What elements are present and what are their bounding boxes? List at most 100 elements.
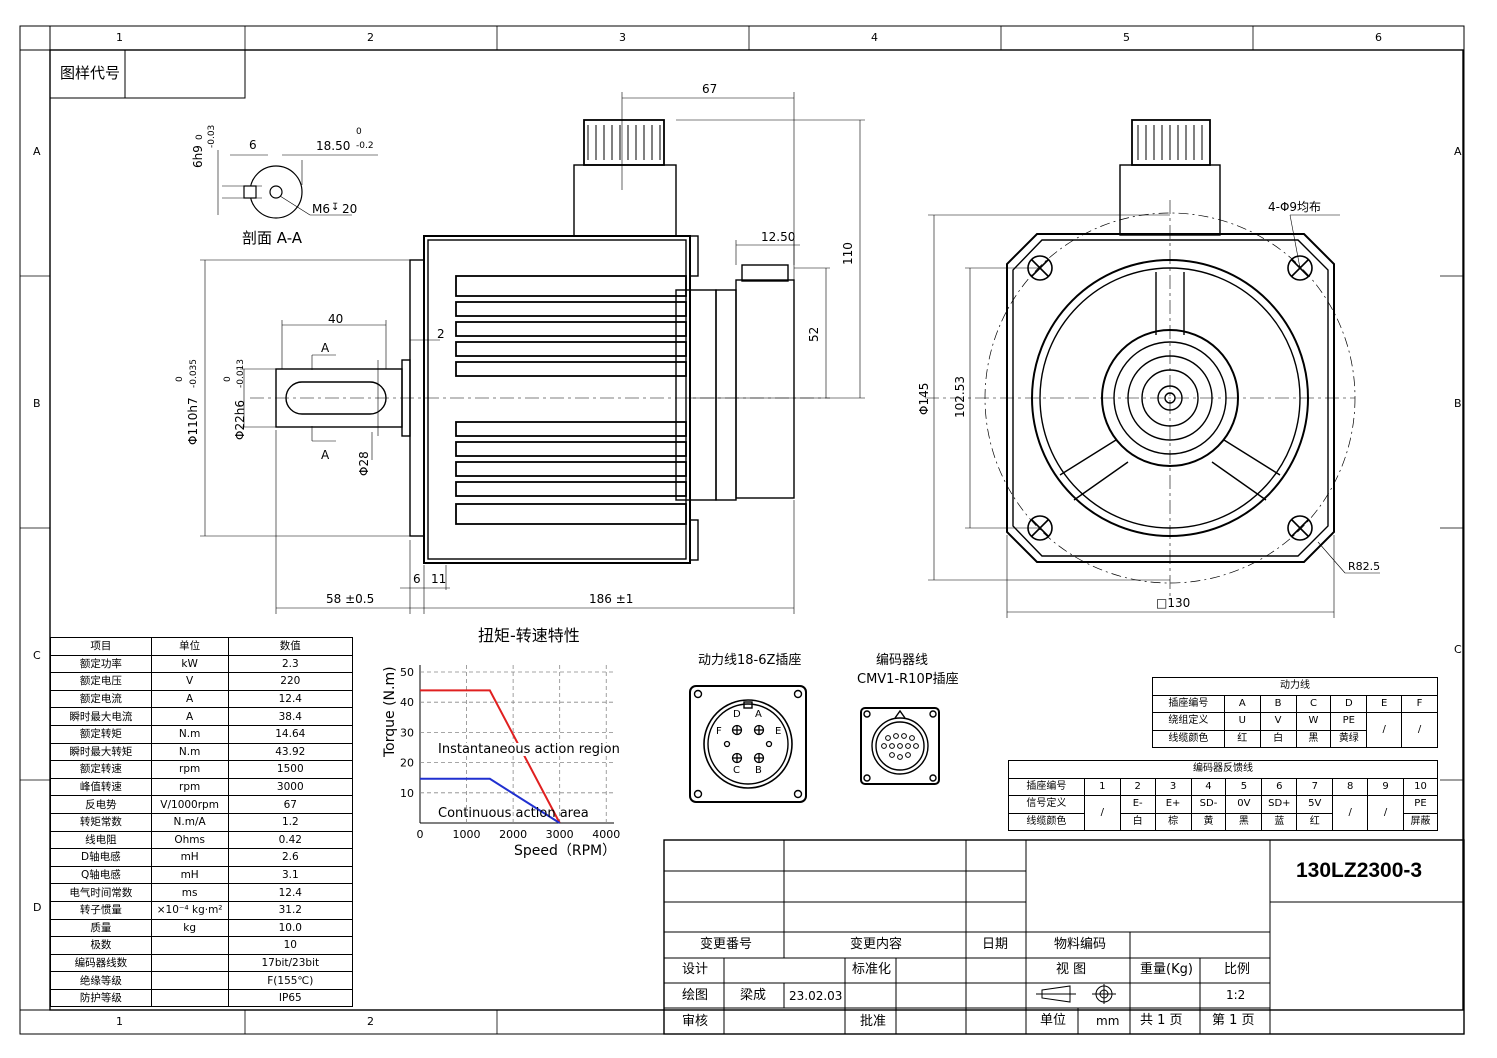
param-unit: kW	[150, 654, 229, 674]
encoder-cell: 6	[1261, 777, 1298, 796]
param-value: 2.6	[227, 848, 354, 867]
zone-left-c: C	[33, 649, 41, 662]
param-unit: V/1000rpm	[150, 795, 229, 814]
tb-standard: 标准化	[852, 962, 892, 977]
pilot-diameter: Φ110h7	[186, 397, 200, 445]
dim-28: Φ28	[357, 451, 371, 476]
tb-total-pages: 共 1 页	[1140, 1013, 1183, 1028]
param-value: F(155℃)	[227, 971, 354, 990]
zone-top-5: 5	[1123, 31, 1130, 44]
param-name: 瞬时最大电流	[50, 707, 152, 726]
power-cell: 红	[1223, 729, 1261, 748]
dim-11: 11	[431, 572, 447, 586]
encoder-cell: /	[1332, 795, 1369, 831]
power-cell: 黄绿	[1330, 729, 1368, 748]
section-thread: M6	[312, 202, 330, 216]
power-cell: W	[1295, 712, 1332, 731]
encoder-cell: 3	[1154, 777, 1192, 796]
param-name: 质量	[50, 918, 152, 938]
pilot-tol-up: 0	[175, 376, 185, 382]
tb-review: 审核	[682, 1014, 709, 1029]
param-unit: ms	[150, 883, 229, 902]
power-cell: B	[1259, 694, 1297, 713]
chart-series-line	[420, 777, 561, 824]
section-a-a-drawing	[217, 150, 378, 219]
encoder-feedback-table: 编码器反馈线 插座编号 1 2 3 4 5 6 7 8 9 10 信号定义 / …	[1008, 760, 1439, 831]
tb-drawn: 绘图	[682, 988, 709, 1003]
power-cell: PE	[1330, 712, 1368, 731]
param-name: 额定转速	[50, 760, 152, 779]
param-value: 12.4	[227, 689, 354, 709]
param-value: 43.92	[227, 742, 354, 762]
chart-ylabel: Torque (N.m)	[382, 666, 398, 757]
power-pin-b: B	[755, 765, 762, 776]
param-name: 极数	[50, 936, 152, 955]
param-value: 220	[227, 672, 354, 691]
encoder-cell: PE	[1402, 795, 1439, 814]
holes-callout: 4-Φ9均布	[1268, 200, 1322, 214]
params-header-cell: 单位	[150, 637, 229, 656]
encoder-cell: 8	[1332, 777, 1369, 796]
zone-top-3: 3	[619, 31, 626, 44]
encoder-cell: 5V	[1296, 795, 1334, 814]
chart-series-line	[420, 689, 561, 824]
power-pin-d: D	[733, 709, 741, 720]
encoder-cell: 红	[1296, 812, 1334, 831]
chart-series	[420, 689, 561, 824]
encoder-connector-title-1: 编码器线	[876, 653, 929, 668]
zone-right-c: C	[1454, 643, 1462, 656]
params-header-cell: 数值	[227, 637, 354, 656]
power-cell: /	[1401, 712, 1438, 748]
param-unit: Ohms	[150, 830, 229, 850]
zone-bottom-2: 2	[367, 1015, 374, 1028]
param-unit	[150, 971, 229, 990]
param-unit	[150, 953, 229, 973]
encoder-cell: 白	[1119, 812, 1156, 831]
encoder-cell: 2	[1119, 777, 1156, 796]
param-unit	[150, 936, 229, 955]
encoder-cell: 9	[1367, 777, 1404, 796]
param-name: 编码器线数	[50, 953, 152, 973]
param-value: 10	[227, 936, 354, 955]
drawing-code-box	[49, 49, 246, 99]
tb-design: 设计	[682, 962, 709, 977]
square-dim: □130	[1156, 596, 1191, 610]
encoder-cell: 屏蔽	[1402, 812, 1439, 831]
tb-change-no: 变更番号	[700, 937, 753, 952]
shaft-diameter: Φ22h6	[233, 400, 247, 440]
dim-12-50: 12.50	[761, 230, 796, 244]
power-connector-drawing	[689, 685, 807, 803]
chart-xtick-label: 2000	[499, 828, 527, 841]
chart-xtick-label: 4000	[592, 828, 620, 841]
front-view-dimension-lines	[925, 200, 1380, 618]
param-value: 31.2	[227, 900, 354, 920]
params-header-cell: 项目	[50, 637, 152, 656]
param-unit: A	[150, 689, 229, 709]
param-unit: N.m/A	[150, 812, 229, 832]
param-unit: mH	[150, 865, 229, 885]
dim-186: 186 ±1	[589, 592, 634, 606]
zone-bottom-1: 1	[116, 1015, 123, 1028]
param-name: 防护等级	[50, 988, 152, 1008]
chart-ytick-label: 40	[400, 696, 414, 709]
param-value: 1.2	[227, 812, 354, 832]
tb-change-content: 变更内容	[850, 937, 903, 952]
param-name: 反电势	[50, 795, 152, 814]
chart-ytick-label: 20	[400, 757, 414, 770]
section-title: 剖面 A-A	[242, 229, 303, 247]
encoder-row-label: 插座编号	[1008, 777, 1085, 796]
shaft-tol-up: 0	[223, 376, 233, 382]
param-value: 67	[227, 795, 354, 814]
chart-ytick-label: 30	[400, 726, 414, 739]
side-view-dimension-lines	[200, 92, 865, 614]
dim-102-53: 102.53	[953, 376, 967, 418]
section-dim-18-50-tol-dn: -0.2	[356, 141, 374, 151]
